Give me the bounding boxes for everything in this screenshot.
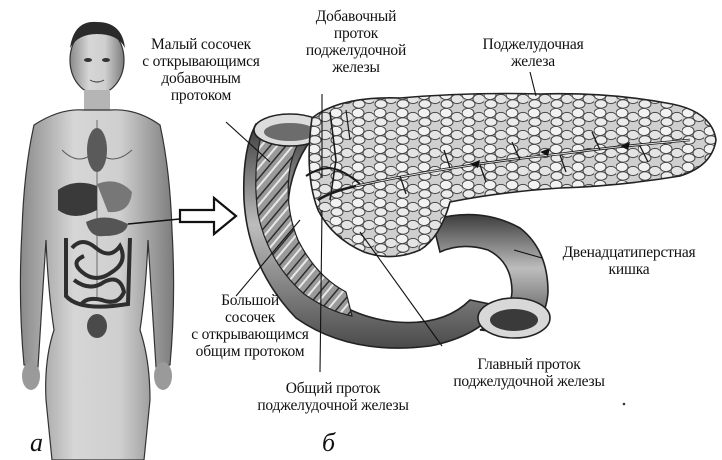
label-common-duct: Общий проток поджелудочной железы: [228, 380, 438, 414]
panel-label-a: а: [30, 430, 43, 456]
label-duodenum: Двенадцатиперстная кишка: [544, 244, 714, 278]
label-pancreas: Поджелудочная железа: [458, 36, 608, 70]
label-accessory-duct: Добавочный проток поджелудочной железы: [296, 8, 416, 76]
label-main-duct: Главный проток поджелудочной железы: [424, 356, 634, 390]
panel-label-b: б: [322, 430, 335, 456]
label-major-papilla: Большой сосочек с открывающимся общим пр…: [180, 292, 320, 360]
label-minor-papilla: Малый сосочек с открывающимся добавочным…: [126, 36, 276, 104]
